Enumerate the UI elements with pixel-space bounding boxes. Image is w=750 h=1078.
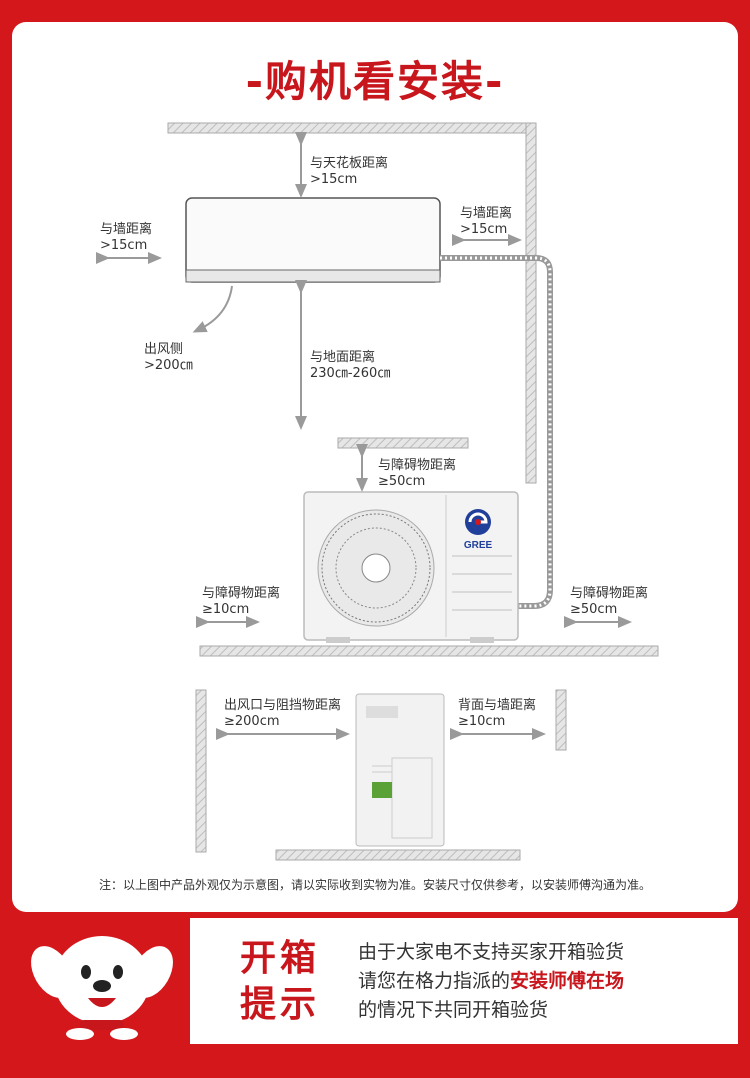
indoor-unit (185, 197, 441, 283)
gree-logo-text: GREE (464, 540, 493, 551)
disclaimer-note: 注：以上图中产品外观仅为示意图，请以实际收到实物为准。安装尺寸仅供参考，以安装师… (98, 878, 651, 892)
left-wall-label: 与墙距离>15cm (100, 222, 153, 253)
top-obstacle-label: 与障碍物距离≥50cm (378, 458, 457, 489)
notice-text: 由于大家电不支持买家开箱验货 请您在格力指派的安装师傅在场 的情况下共同开箱验货 (358, 941, 625, 1021)
page-title: -购机看安装- (245, 57, 505, 106)
outlet-arrow (192, 285, 233, 333)
notice-panel (190, 918, 738, 1044)
ceiling (167, 122, 537, 134)
mascot-dog-icon (31, 936, 173, 1040)
right-wall (525, 122, 537, 484)
installer-highlight: 安装师傅在场 (510, 970, 625, 992)
ceiling-label: 与天花板距离>15cm (310, 156, 389, 187)
left-obstacle-label: 与障碍物距离≥10cm (202, 586, 281, 617)
top-obstacle (337, 437, 469, 449)
outdoor-unit (303, 491, 519, 643)
side-back-label: 背面与墙距离≥10cm (458, 698, 537, 729)
side-outlet-label: 出风口与阻挡物距离≥200cm (224, 698, 342, 729)
outdoor-unit-side (355, 693, 445, 847)
notice-heading: 开箱 提示 (240, 938, 321, 1025)
energy-label-icon (372, 782, 392, 798)
side-left-wall (195, 689, 207, 853)
right-obstacle-label: 与障碍物距离≥50cm (570, 586, 649, 617)
ground (199, 645, 659, 657)
outlet-label: 出风侧>200㎝ (144, 342, 193, 373)
right-wall-label: 与墙距离>15cm (460, 206, 513, 237)
side-right-wall (555, 689, 567, 751)
gree-logo-icon (465, 509, 491, 535)
side-ground (275, 849, 521, 861)
